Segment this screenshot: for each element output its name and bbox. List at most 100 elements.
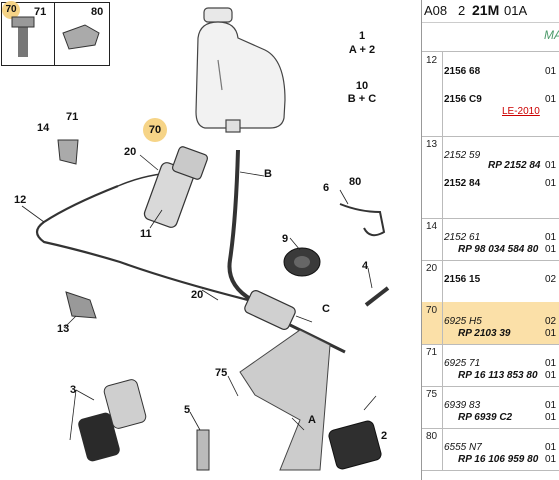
row-divider xyxy=(442,344,443,386)
clip-icon xyxy=(62,24,100,50)
column-title: MA xyxy=(544,28,559,42)
master-cylinder[interactable] xyxy=(143,146,209,229)
callout-A[interactable]: A xyxy=(308,414,316,426)
quantity: 01 xyxy=(545,454,557,465)
parts-row-80[interactable]: 80 6555 N7 01 RP 16 106 959 80 01 xyxy=(422,428,559,471)
quantity: 01 xyxy=(545,160,557,171)
row-divider xyxy=(442,386,443,428)
replacement-reference[interactable]: RP 2103 39 xyxy=(458,328,511,339)
exploded-parts-diagram[interactable]: 70 71 80 70 1 A + 2 10 B + C 1 2 3 4 5 6… xyxy=(0,0,421,480)
row-number: 80 xyxy=(426,431,438,442)
part-code[interactable]: 6939 83 xyxy=(444,400,481,411)
pedal-covers[interactable] xyxy=(77,378,147,462)
quantity: 01 xyxy=(545,358,557,369)
row-divider xyxy=(442,136,443,218)
callout-3[interactable]: 3 xyxy=(70,384,77,396)
fluid-reservoir[interactable] xyxy=(195,7,286,133)
callout-6[interactable]: 6 xyxy=(323,182,330,194)
row-divider xyxy=(442,302,443,344)
column-header: MA xyxy=(422,22,559,52)
part-code[interactable]: 2156 15 xyxy=(444,274,481,285)
part-code[interactable]: 2156 68 xyxy=(444,66,481,77)
part-code[interactable]: 2152 61 xyxy=(444,232,481,243)
callout-9[interactable]: 9 xyxy=(282,233,289,245)
callout-12[interactable]: 12 xyxy=(14,194,27,206)
replacement-reference[interactable]: RP 16 113 853 80 xyxy=(458,370,538,381)
quantity: 01 xyxy=(545,370,557,381)
pipe-clip[interactable] xyxy=(65,291,97,319)
part-code[interactable]: 6925 71 xyxy=(444,358,481,369)
parts-row-12[interactable]: 12 2156 68 01 2156 C9 LE-2010 01 xyxy=(422,52,559,137)
callout-2[interactable]: 2 xyxy=(381,430,388,442)
part-code[interactable]: 2156 C9 xyxy=(444,94,482,105)
row-number: 12 xyxy=(426,55,438,66)
quantity: 01 xyxy=(545,178,557,189)
row-divider xyxy=(442,428,443,470)
pedal-bracket[interactable] xyxy=(239,329,331,471)
callout-5[interactable]: 5 xyxy=(184,404,191,416)
quantity: 01 xyxy=(545,400,557,411)
quantity: 01 xyxy=(545,244,557,255)
hydraulic-pipe[interactable] xyxy=(35,184,249,302)
group-label-10: 10 B + C xyxy=(347,80,377,105)
quantity: 01 xyxy=(545,66,557,77)
part-code[interactable]: 2152 84 xyxy=(444,178,481,189)
row-divider xyxy=(442,260,443,302)
pedal-pad[interactable] xyxy=(328,420,383,471)
parts-row-14[interactable]: 14 2152 61 01 RP 98 034 584 80 01 xyxy=(422,218,559,261)
parts-row-71[interactable]: 71 6925 71 01 RP 16 113 853 80 01 xyxy=(422,344,559,387)
header-part-a: A08 xyxy=(424,3,448,18)
parts-row-70[interactable]: 70 6925 H5 02 RP 2103 39 01 xyxy=(422,302,559,345)
return-spring[interactable] xyxy=(196,429,210,471)
mounting-bracket[interactable] xyxy=(57,139,79,165)
header-part-c: 21M xyxy=(472,2,500,18)
switch-sensor[interactable] xyxy=(339,203,386,237)
callout-14[interactable]: 14 xyxy=(37,122,50,134)
row-divider xyxy=(442,218,443,260)
thumbnail-badge: 70 xyxy=(2,1,20,19)
diagram-drawing xyxy=(21,7,390,471)
callout-4[interactable]: 4 xyxy=(362,260,369,272)
quantity: 01 xyxy=(545,328,557,339)
row-number: 75 xyxy=(426,389,438,400)
part-code[interactable]: 6925 H5 xyxy=(444,316,482,327)
group-label-1: 1 A + 2 xyxy=(348,30,376,56)
replacement-reference[interactable]: RP 98 034 584 80 xyxy=(458,244,539,255)
quantity: 01 xyxy=(545,94,557,105)
replacement-reference[interactable]: RP 6939 C2 xyxy=(458,412,513,423)
row-number: 13 xyxy=(426,139,438,150)
callout-badge-70[interactable]: 70 xyxy=(143,118,167,142)
callout-20b[interactable]: 20 xyxy=(191,289,204,301)
parts-row-13[interactable]: 13 2152 59 RP 2152 84 01 2152 84 01 xyxy=(422,136,559,219)
quantity: 01 xyxy=(545,412,557,423)
row-number: 14 xyxy=(426,221,438,232)
callout-C[interactable]: C xyxy=(322,303,330,315)
quantity: 01 xyxy=(545,232,557,243)
callout-71[interactable]: 71 xyxy=(66,111,79,123)
thumbnail-part-80[interactable]: 80 xyxy=(54,2,110,66)
quantity: 01 xyxy=(545,442,557,453)
stud-bolt[interactable] xyxy=(364,286,390,307)
part-code[interactable]: 2152 59 xyxy=(444,150,481,161)
callout-20a[interactable]: 20 xyxy=(124,146,137,158)
quantity: 02 xyxy=(545,316,557,327)
thumbnail-part-71[interactable]: 70 71 xyxy=(1,1,55,66)
part-reference-header: A08 2 21M 01A xyxy=(422,0,559,22)
part-code[interactable]: 6555 N7 xyxy=(444,442,482,453)
applicability-link[interactable]: LE-2010 xyxy=(502,106,540,117)
callout-75[interactable]: 75 xyxy=(215,367,228,379)
row-number: 71 xyxy=(426,347,438,358)
hydraulic-hose[interactable] xyxy=(227,149,254,302)
callout-B[interactable]: B xyxy=(264,168,272,180)
callout-80[interactable]: 80 xyxy=(349,176,362,188)
replacement-reference[interactable]: RP 2152 84 xyxy=(488,160,541,171)
row-number: 70 xyxy=(426,305,438,316)
row-divider xyxy=(442,52,443,136)
parts-row-75[interactable]: 75 6939 83 01 RP 6939 C2 01 xyxy=(422,386,559,429)
callout-11[interactable]: 11 xyxy=(140,228,152,240)
replacement-reference[interactable]: RP 16 106 959 80 xyxy=(458,454,539,465)
callout-13[interactable]: 13 xyxy=(57,323,70,335)
header-part-d: 01A xyxy=(504,3,528,18)
quantity: 02 xyxy=(545,274,557,285)
